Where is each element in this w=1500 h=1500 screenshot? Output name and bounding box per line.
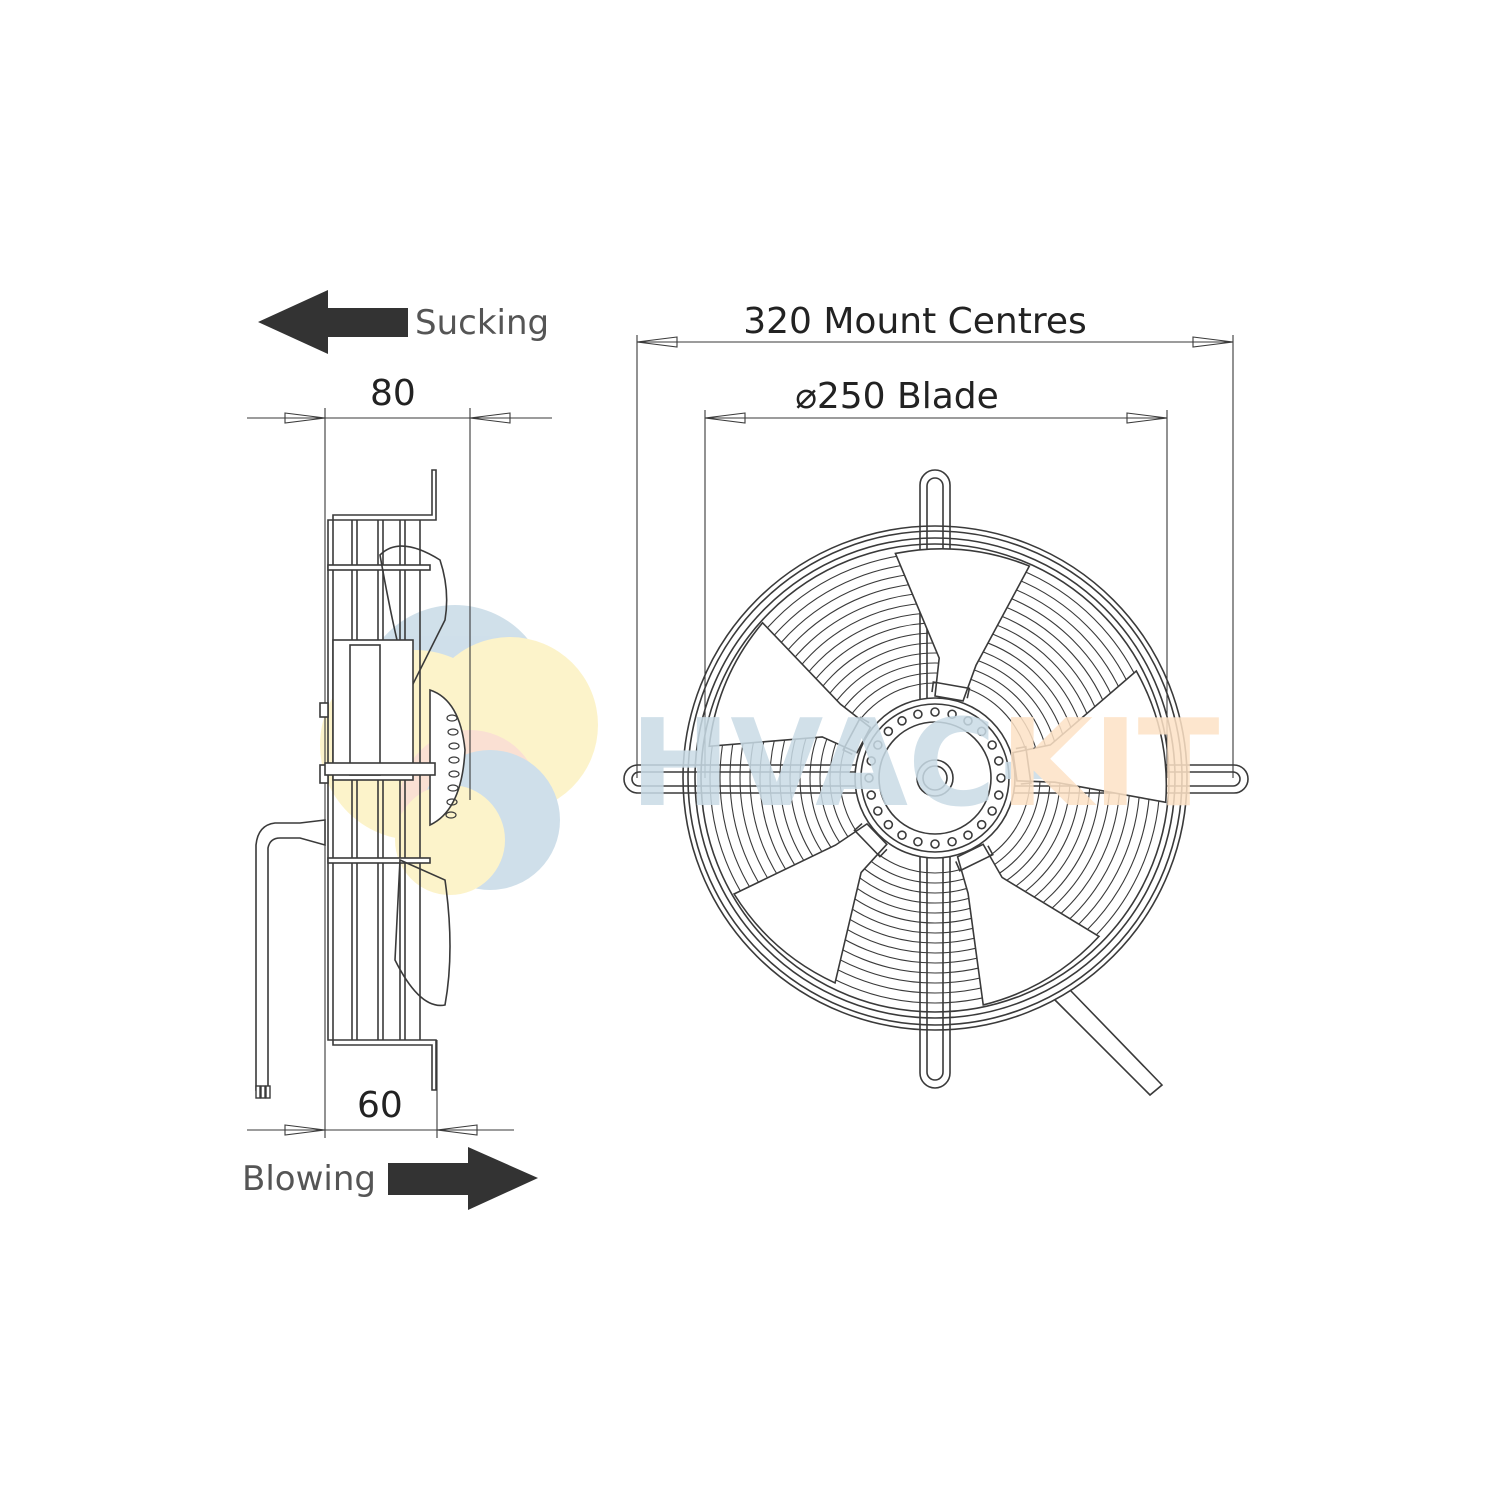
guard-ring xyxy=(687,530,1183,1026)
guard-ring xyxy=(694,537,1176,1019)
guard-ring xyxy=(700,543,1170,1013)
hub-bolt xyxy=(930,707,940,717)
fan-blade xyxy=(1012,669,1168,804)
hub-bolt xyxy=(883,819,894,830)
hub-bolt xyxy=(873,806,883,816)
hub-bolt xyxy=(976,819,987,830)
dimension-320: 320 Mount Centres xyxy=(636,301,1234,778)
hub-bolt xyxy=(963,830,973,840)
blade-root xyxy=(853,822,888,858)
fan-front-view xyxy=(623,469,1249,1097)
hub-bolt xyxy=(987,740,997,750)
hub-bolt xyxy=(864,773,874,783)
hub-bolt xyxy=(913,709,923,720)
blowing-label: Blowing xyxy=(242,1159,376,1199)
sucking-arrow-icon xyxy=(258,290,408,354)
hub-bolt xyxy=(996,773,1006,783)
hub-bolt xyxy=(913,836,923,847)
hub-bolt xyxy=(897,830,907,840)
hub-bolt xyxy=(963,716,973,726)
hub-bolt xyxy=(930,839,940,849)
hub-bolt xyxy=(987,806,997,816)
watermark-text-right: KIT xyxy=(1000,695,1220,834)
hub-bolt xyxy=(947,836,957,847)
blade-diameter-label: ⌀250 Blade xyxy=(795,376,999,417)
hub-bolt xyxy=(947,709,957,720)
blade-root xyxy=(955,845,994,872)
dimension-80: 80 xyxy=(247,373,552,1138)
fan-side-view xyxy=(255,469,466,1099)
hub-bolt xyxy=(866,756,877,766)
hub-bolt xyxy=(897,716,907,726)
fan-blade xyxy=(894,547,1031,702)
fan-blade xyxy=(732,822,888,985)
watermark-text: HVAC- KIT xyxy=(630,695,1220,834)
fan-blade xyxy=(956,843,1101,1006)
blade-root xyxy=(931,681,971,699)
mount-centres-label: 320 Mount Centres xyxy=(743,301,1087,342)
hub-bolt xyxy=(976,726,987,737)
hub-bolt xyxy=(993,790,1004,800)
watermark-text-left: HVAC- xyxy=(630,695,1049,834)
blade-root xyxy=(1015,745,1032,785)
blowing-arrow-icon xyxy=(388,1147,538,1210)
dimension-80-label: 80 xyxy=(370,373,416,414)
sucking-label: Sucking xyxy=(415,303,549,343)
dimension-60-label: 60 xyxy=(357,1085,403,1126)
hub-bolt xyxy=(873,740,883,750)
guard-ring xyxy=(682,525,1188,1031)
blade-root xyxy=(842,716,870,756)
hub-bolt xyxy=(883,726,894,737)
dimension-250: ⌀250 Blade xyxy=(704,376,1168,778)
fan-blade xyxy=(708,621,872,754)
hub-bolt xyxy=(866,790,877,800)
hub-bolt xyxy=(993,756,1004,766)
dimension-60: 60 xyxy=(247,1040,514,1138)
